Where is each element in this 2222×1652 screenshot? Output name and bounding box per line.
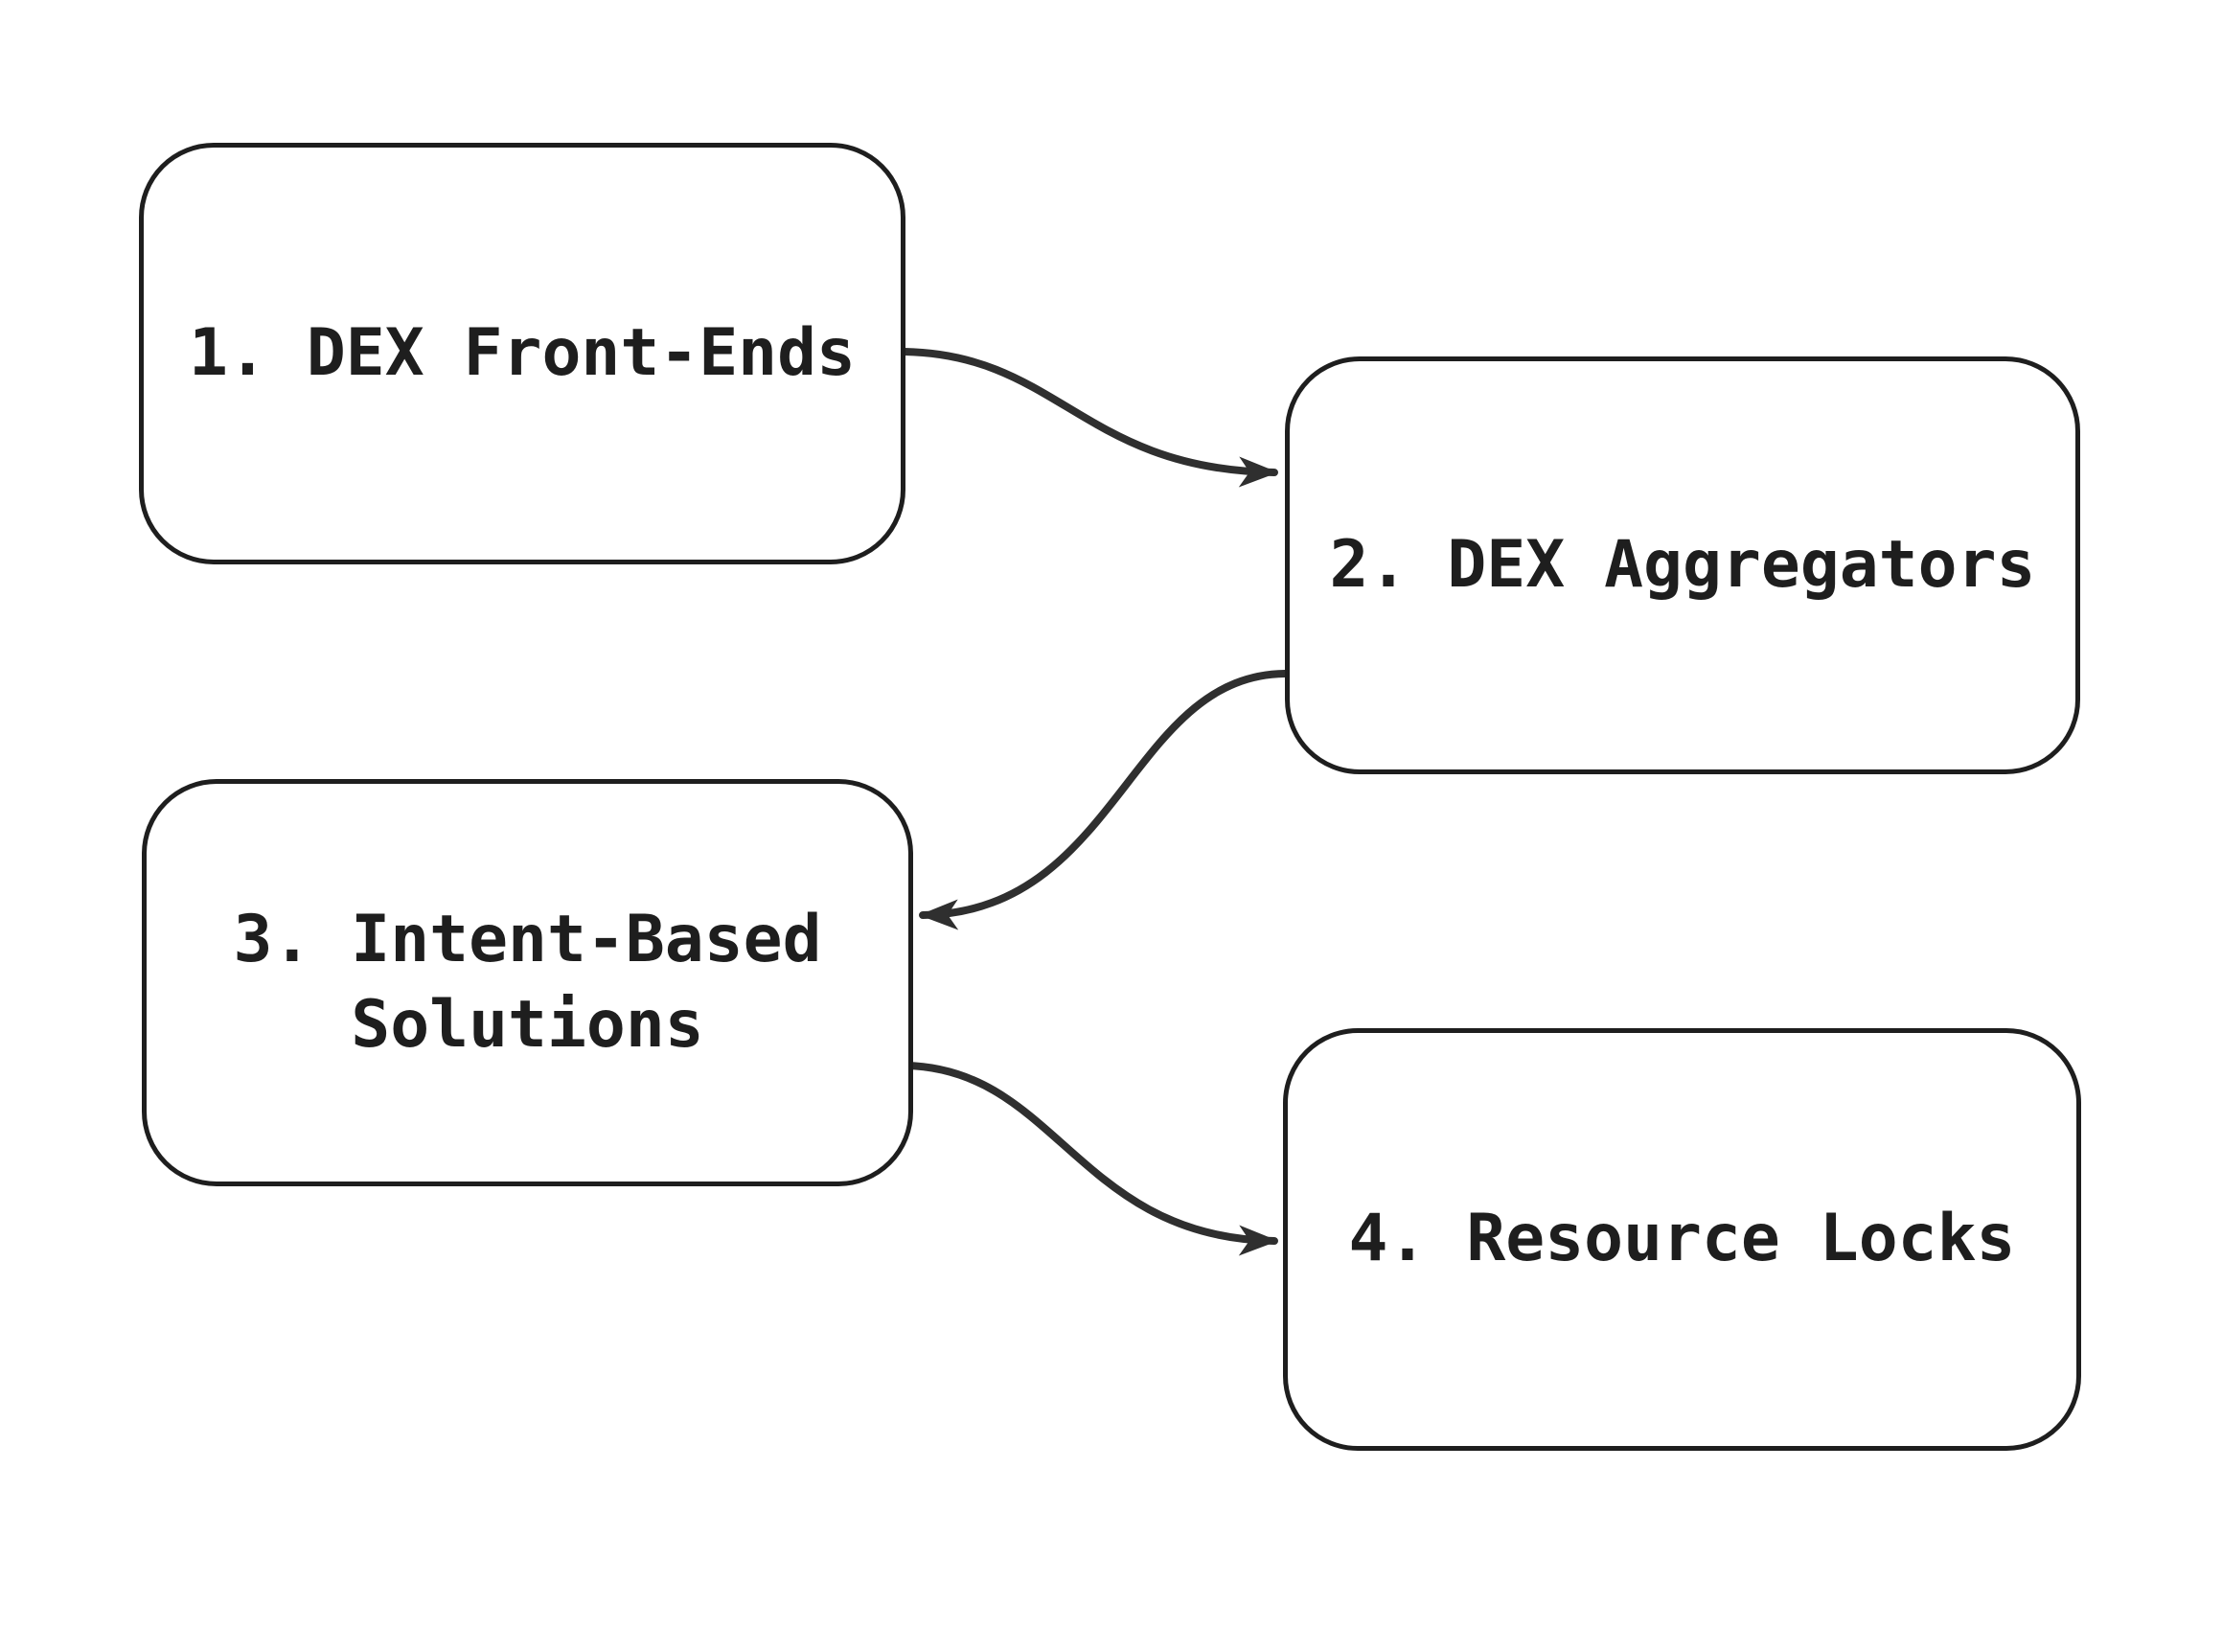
node-resource-locks: 4. Resource Locks bbox=[1283, 1028, 2081, 1451]
arrow-2-to-3 bbox=[919, 670, 1289, 930]
arrow-3-to-4 bbox=[902, 1062, 1278, 1256]
arrow-1-to-2 bbox=[901, 348, 1278, 488]
node-intent-based-solutions: 3. Intent-Based Solutions bbox=[142, 779, 913, 1186]
node-label: 4. Resource Locks bbox=[1348, 1201, 2016, 1277]
node-dex-aggregators: 2. DEX Aggregators bbox=[1285, 356, 2080, 774]
node-label: 3. Intent-Based Solutions bbox=[233, 902, 822, 1063]
node-label: 2. DEX Aggregators bbox=[1329, 526, 2036, 603]
node-label: 1. DEX Front-Ends bbox=[189, 314, 856, 391]
node-dex-front-ends: 1. DEX Front-Ends bbox=[139, 143, 905, 564]
